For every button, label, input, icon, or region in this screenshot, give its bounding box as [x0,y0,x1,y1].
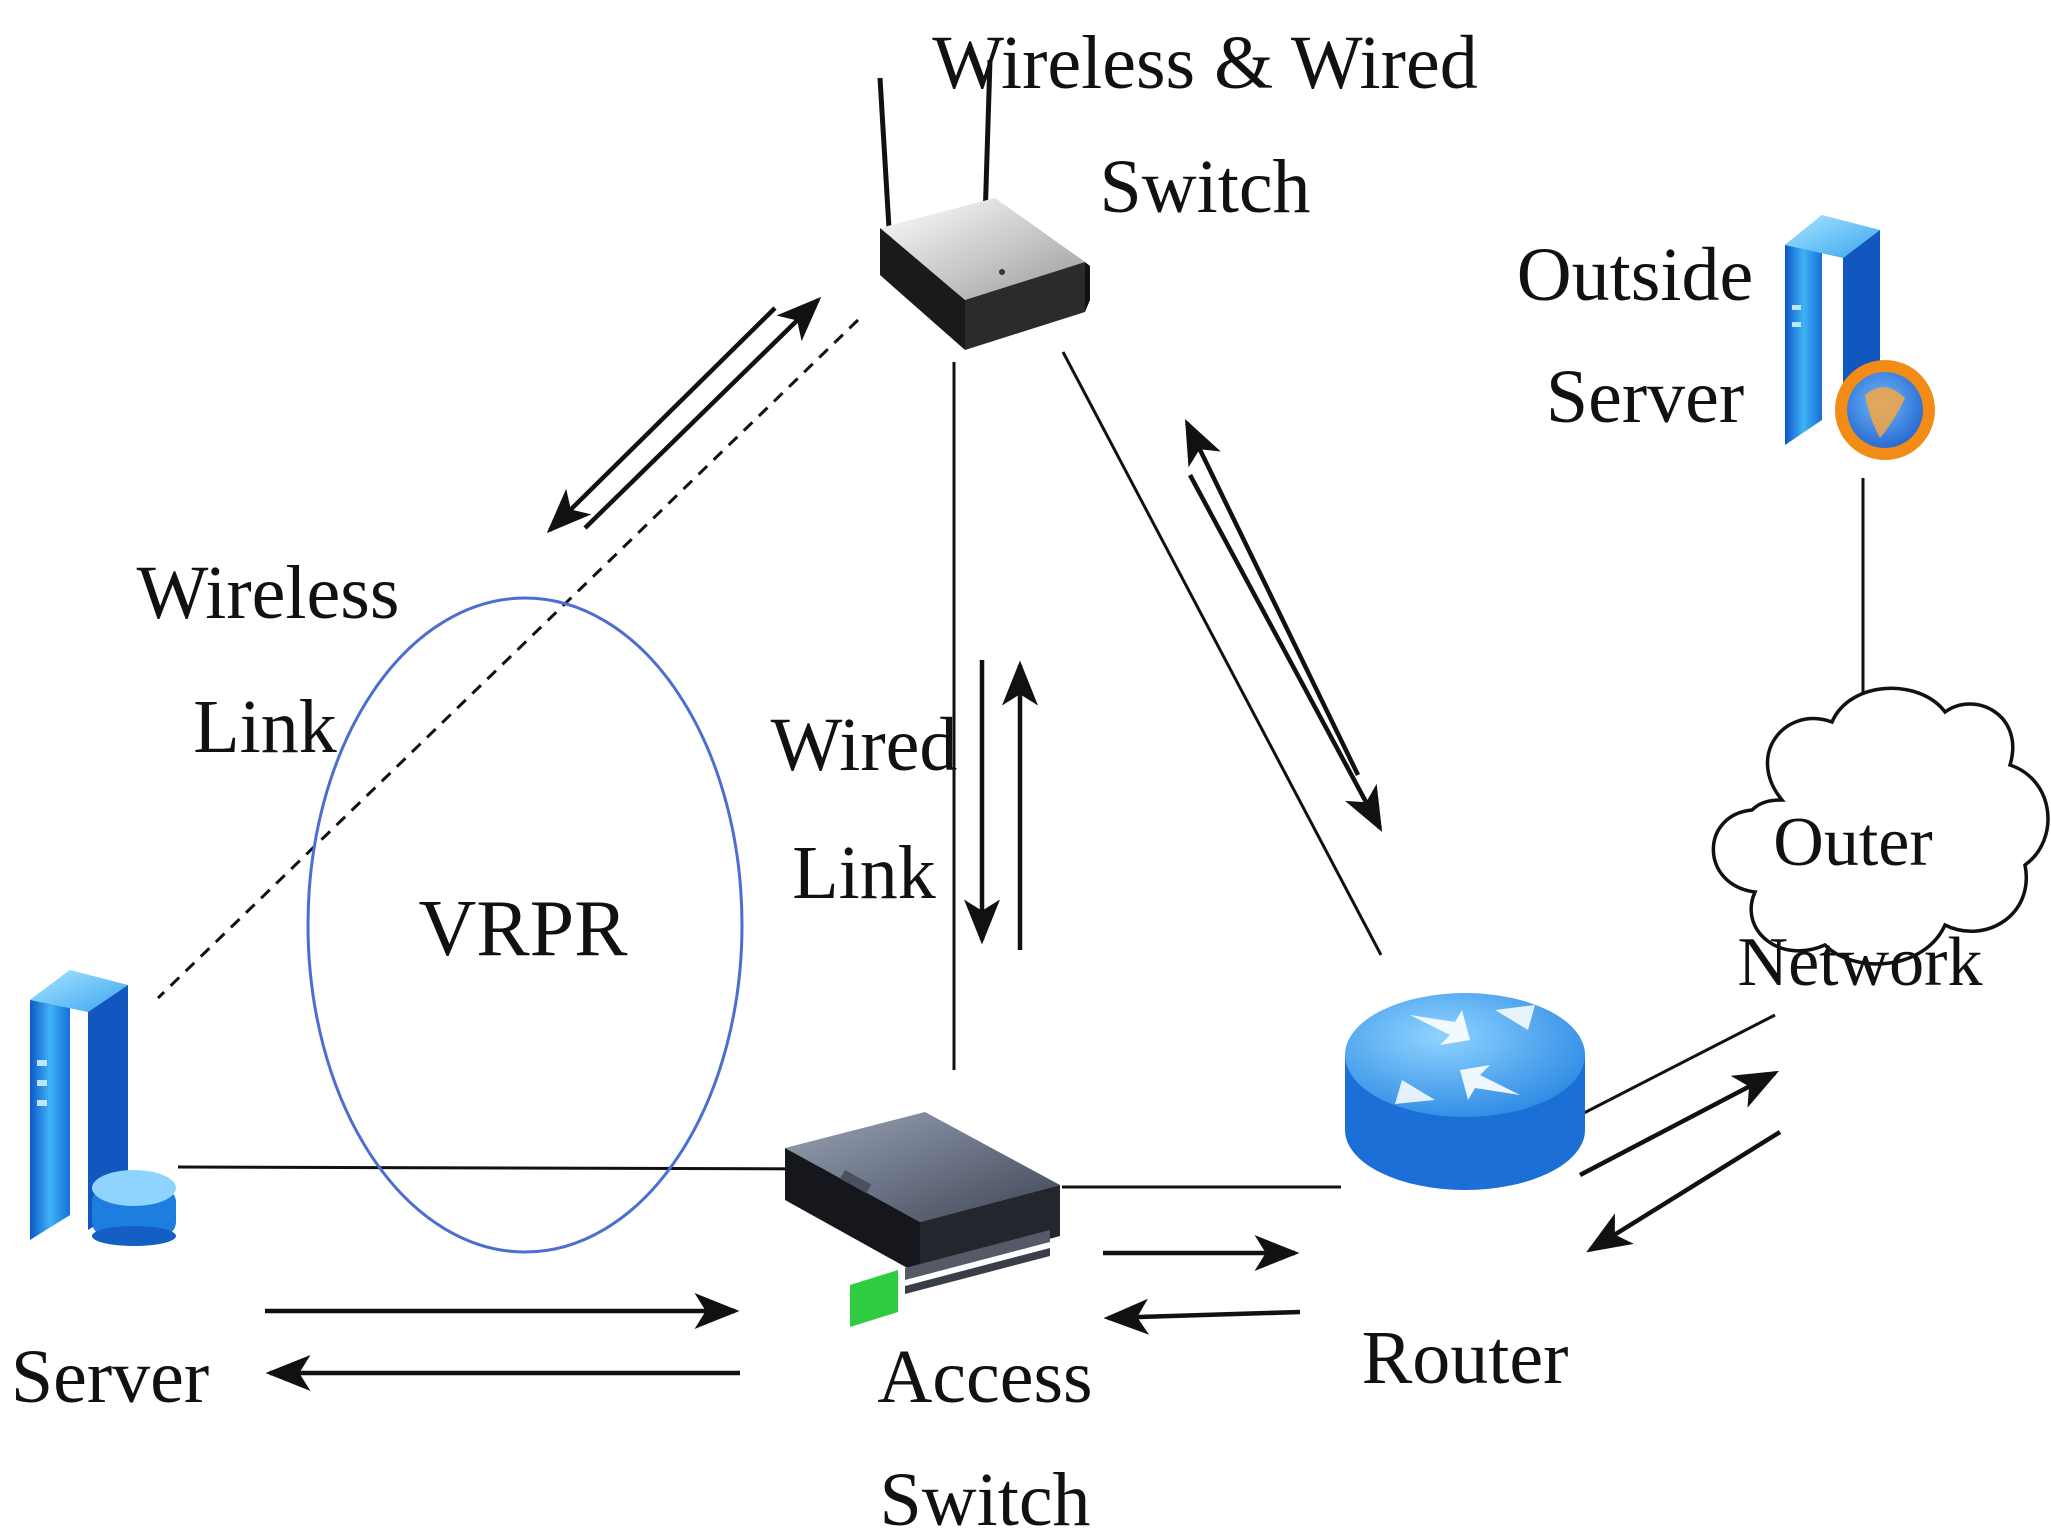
outer-network-label-line1: Outer [1773,804,1932,881]
outside-server-label-line1: Outside [1517,233,1753,317]
vrpr-ring [306,596,744,1254]
arrow-to-router-diagonal [1188,473,1383,832]
wired-link-label-line2: Link [792,831,936,915]
outside-server-label-line2: Server [1546,355,1744,439]
arrow-router-to-outer-network [1578,1070,1779,1177]
server-label: Server [11,1335,209,1419]
wireless-wired-switch-label-line2: Switch [1099,145,1310,229]
router-icon [1345,993,1585,1190]
switch-to-router-diagonal-line [1061,351,1383,956]
arrow-from-wireless-switch [546,306,777,534]
access-switch-label-line2: Switch [879,1458,1090,1539]
wired-link-label-line1: Wired [771,703,958,787]
outer-network-label-line2: Network [1738,924,1983,1001]
server-icon [30,970,176,1246]
arrow-outer-network-to-router [1586,1130,1782,1253]
arrow-to-wireless-switch [583,296,822,530]
outside-server-icon [1785,215,1935,460]
wireless-link-label-line2: Link [193,685,337,769]
wireless-link-label-line1: Wireless [137,551,400,635]
access-switch-icon [785,1112,1060,1327]
cloud-icon [1711,686,2050,966]
access-switch-label-line1: Access [877,1335,1092,1419]
server-to-access-switch-line [177,1165,826,1171]
connections [156,318,1865,1189]
wireless-link-dashed-line [156,318,860,1000]
direction-arrows [265,296,1782,1391]
arrow-from-router-diagonal [1184,418,1361,776]
arrow-router-to-access [1103,1298,1301,1335]
router-label: Router [1362,1316,1569,1400]
wireless-router-icon [877,59,1090,350]
labels: Wireless & Wired Switch Outside Server W… [11,21,1983,1539]
vrpr-label: VRPR [419,885,629,973]
wireless-wired-switch-label-line1: Wireless & Wired [932,21,1477,105]
